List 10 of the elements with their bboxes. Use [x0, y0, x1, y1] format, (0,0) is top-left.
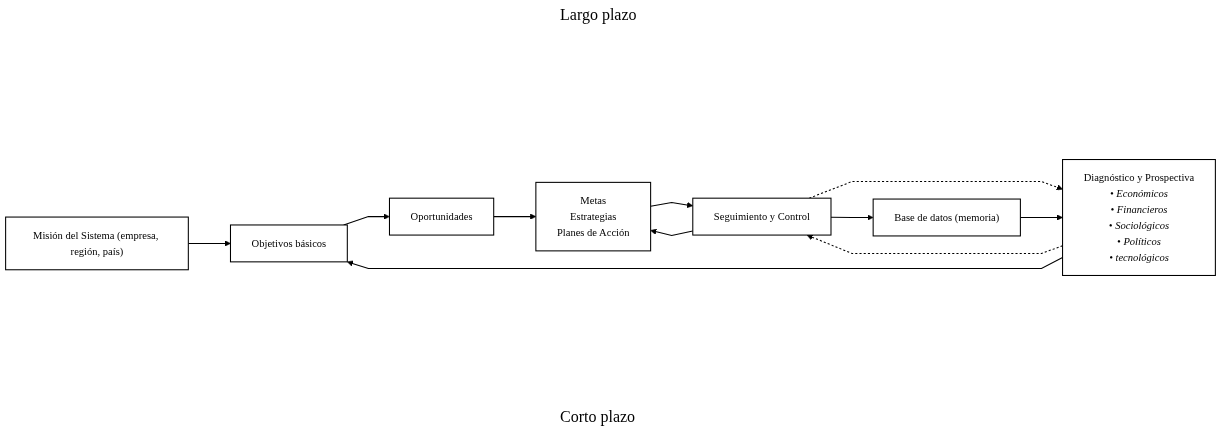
node-box: Base de datos (memoria)	[872, 198, 1021, 237]
node-box: Metas Estrategias Planes de Acción	[535, 181, 652, 252]
node-box: Seguimiento y Control	[692, 197, 832, 236]
note-text: Corto plazo	[560, 408, 636, 426]
node-box: Objetivos básicos	[229, 224, 348, 263]
note-text: Largo plazo	[560, 6, 637, 24]
node-box: Diagnóstico y Prospectiva • Económicos • Financieros • Sociológicos • Políticos • tecnológicos	[1062, 159, 1216, 276]
node-box: Oportunidades	[388, 197, 495, 236]
arrow	[830, 214, 874, 221]
node-box: Misión del Sistema (empresa, región, país)	[5, 216, 189, 271]
